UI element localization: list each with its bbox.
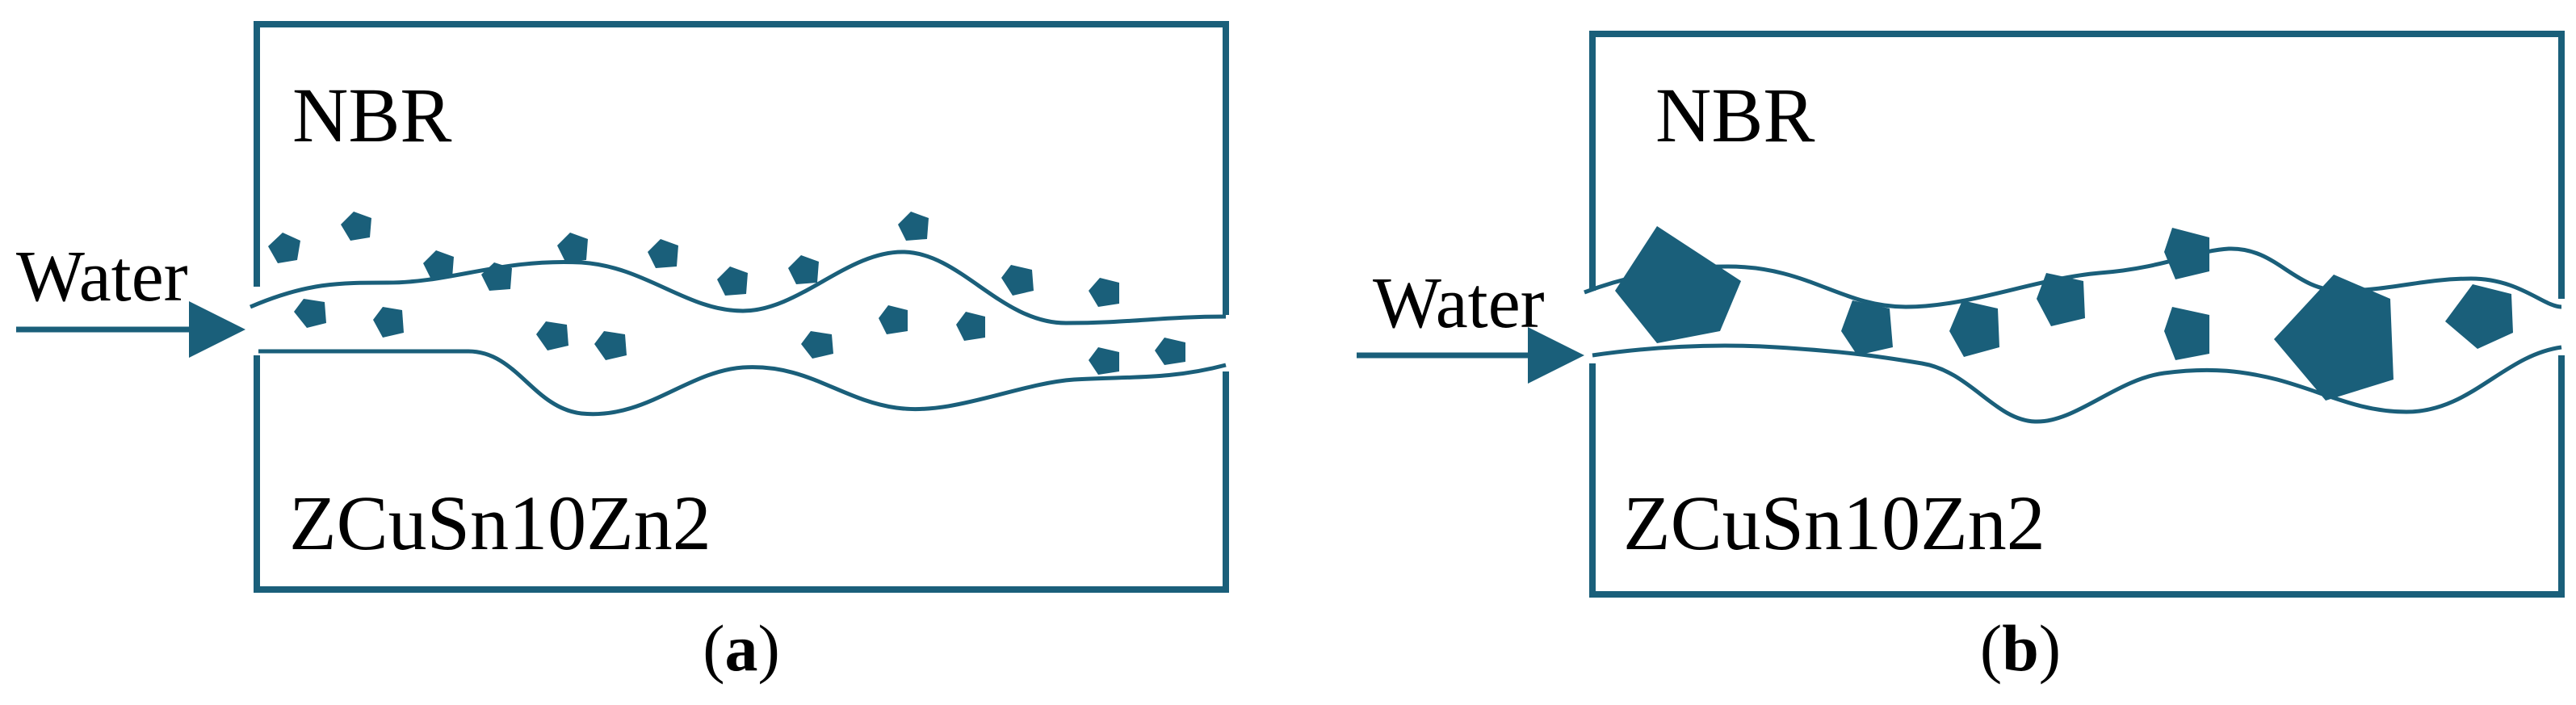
panel-b-particles [1615,226,2513,401]
particle [536,321,568,350]
panel-a-bottom-material-label: ZCuSn10Zn2 [289,480,711,566]
particle [423,250,454,279]
panel-b-water-label: Water [1373,263,1545,343]
panel-a-caption: (a) [703,611,780,685]
panel-a: Water NBR ZCuSn10Zn2 (a) [16,21,1244,685]
panel-a-top-material-label: NBR [292,72,451,158]
particle [1949,300,1999,357]
particle [2037,273,2085,326]
panel-a-upper-gap-line [250,250,1227,325]
particle [1841,300,1893,355]
particle [1001,265,1034,296]
particle [648,239,678,268]
panel-b-top-material-label: NBR [1655,72,1815,158]
particle [879,305,908,334]
particle [594,331,627,360]
particle [1089,278,1119,307]
panel-a-lower-gap-line [258,349,1227,417]
particle [341,212,371,241]
particle [2274,275,2393,401]
panel-b-upper-gap-line [1584,246,2562,309]
panel-b-bottom-material-label: ZCuSn10Zn2 [1623,480,2045,566]
panel-a-particles [268,212,1185,375]
particle [898,212,929,241]
particle [1615,226,1741,343]
panel-b: Water NBR ZCuSn10Zn2 (b) [1357,31,2576,685]
particle [1089,347,1119,375]
particle [2164,307,2209,360]
particle [956,312,985,341]
particle [481,262,512,291]
particle [373,307,404,338]
panel-b-caption: (b) [1980,611,2061,685]
particle [268,233,300,263]
panel-a-water-label: Water [16,237,188,317]
particle [788,255,819,284]
particle [717,266,748,296]
particle [1155,338,1185,365]
particle [557,233,588,262]
panel-b-lower-gap-line [1592,343,2562,424]
particle [2445,284,2513,349]
particle [801,331,833,359]
particle [2164,228,2209,279]
particle [294,299,326,328]
